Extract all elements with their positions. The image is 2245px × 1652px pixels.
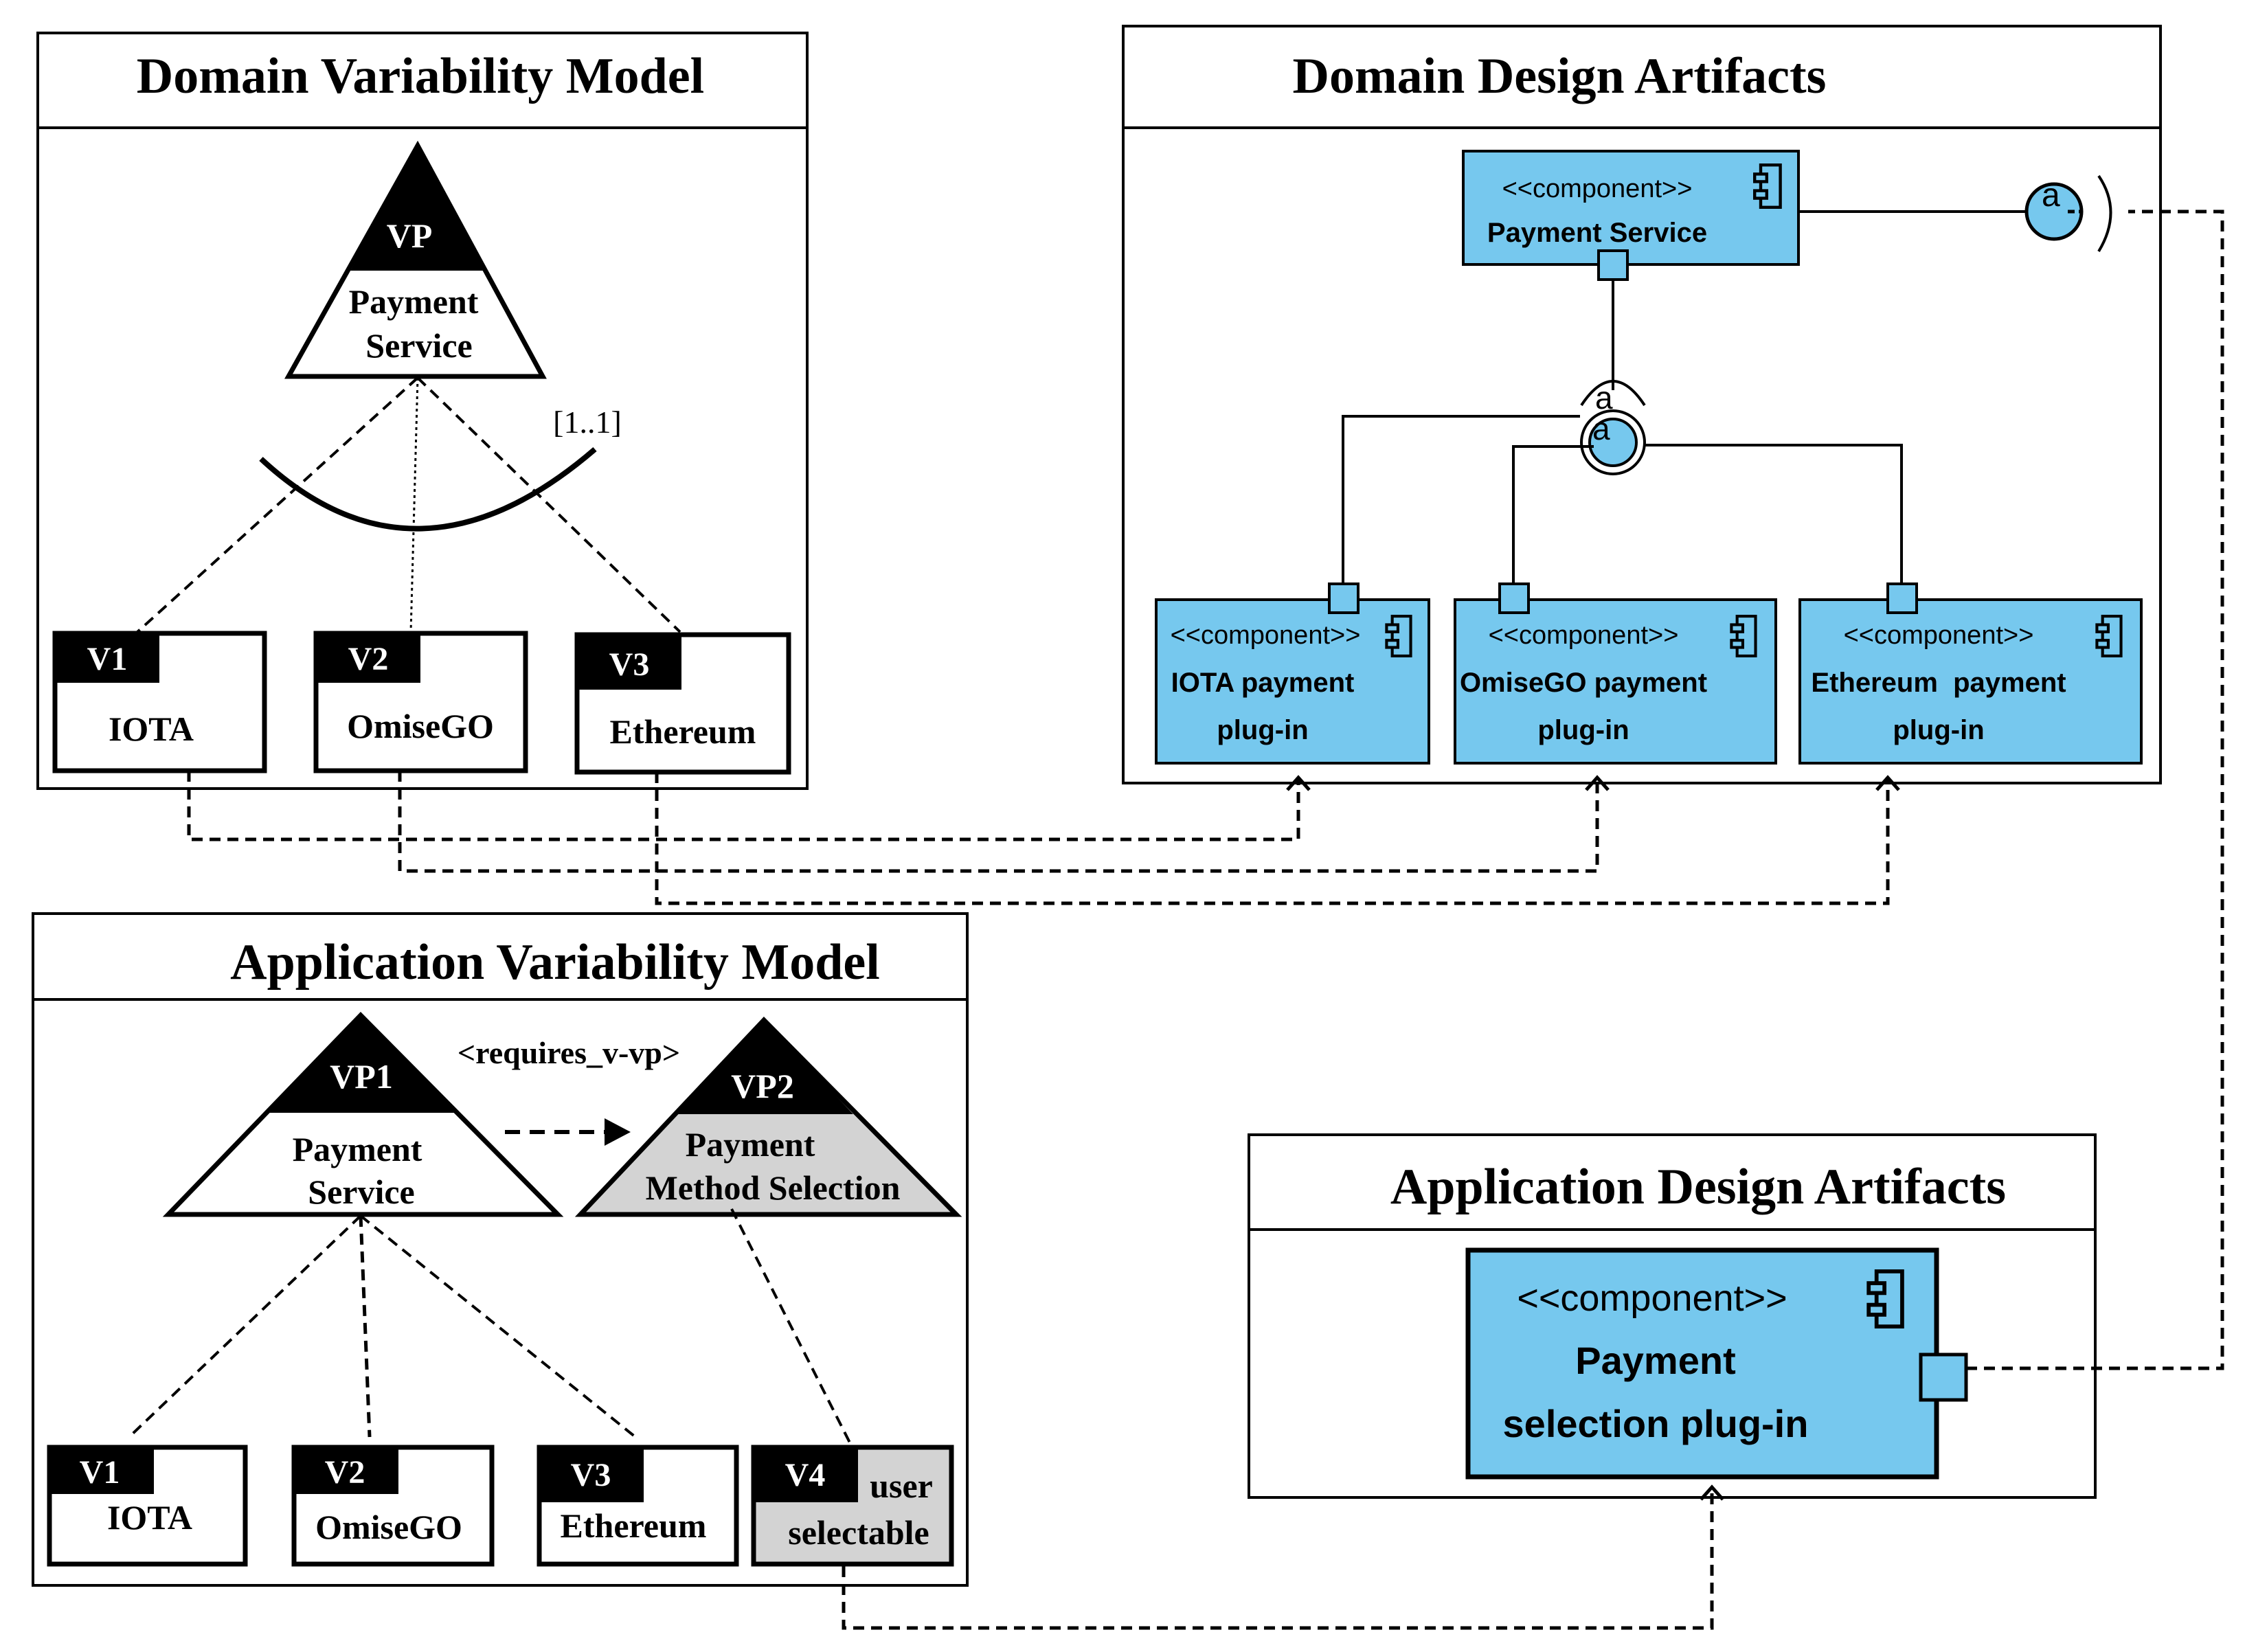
package-title: Domain Design Artifacts	[1293, 48, 1827, 104]
svg-text:OmiseGO payment: OmiseGO payment	[1460, 668, 1707, 698]
component-payment-service[interactable]: <<component>> Payment Service	[1462, 150, 1800, 281]
domain-design-artifacts-package: Domain Design Artifacts <<component>> Pa…	[1122, 25, 2162, 784]
svg-text:Payment: Payment	[293, 1130, 422, 1168]
variant-v4-user-selectable: V4 user selectable	[751, 1445, 954, 1567]
vp-tag: VP	[387, 216, 433, 255]
variant-v1-iota: V1 IOTA	[52, 631, 267, 773]
vp1-payment-service: VP1 Payment Service	[162, 1011, 564, 1217]
package-title: Application Variability Model	[230, 934, 880, 991]
svg-text:plug-in: plug-in	[1893, 715, 1984, 745]
cardinality-label: [1..1]	[553, 405, 622, 440]
svg-text:Method Selection: Method Selection	[646, 1168, 901, 1207]
variant-v3-ethereum: V3 Ethereum	[574, 632, 791, 775]
svg-text:selection plug-in: selection plug-in	[1503, 1402, 1809, 1445]
required-interface-socket	[2097, 174, 2112, 253]
interface-link	[1966, 210, 2224, 1370]
svg-text:IOTA: IOTA	[107, 1498, 192, 1537]
svg-text:Payment: Payment	[1575, 1339, 1735, 1382]
svg-text:Payment: Payment	[349, 282, 479, 321]
provided-interface-icon	[1588, 418, 1638, 467]
port	[1498, 582, 1530, 614]
package-title: Domain Variability Model	[137, 48, 704, 104]
svg-text:VP2: VP2	[731, 1067, 794, 1105]
port	[1919, 1353, 1968, 1402]
svg-text:Ethereum: Ethereum	[610, 712, 756, 751]
svg-text:Service: Service	[308, 1173, 414, 1211]
alternative-arc	[259, 446, 597, 532]
variant-v2-omisego: V2 OmiseGO	[291, 1445, 495, 1567]
svg-text:OmiseGO: OmiseGO	[347, 707, 494, 745]
svg-text:Payment Service: Payment Service	[1487, 218, 1707, 248]
variant-v1-iota: V1 IOTA	[47, 1445, 248, 1567]
application-design-artifacts-package: Application Design Artifacts <<component…	[1248, 1133, 2097, 1499]
svg-text:V1: V1	[87, 641, 128, 677]
svg-text:V1: V1	[80, 1454, 120, 1491]
requires-relation-label: <requires_v-vp>	[458, 1035, 680, 1070]
svg-text:V2: V2	[325, 1454, 365, 1491]
svg-text:selectable: selectable	[788, 1513, 929, 1552]
component-omisego-plugin[interactable]: <<component>> OmiseGO payment plug-in	[1454, 582, 1777, 765]
vp-payment-service: VP Payment Service	[284, 140, 547, 379]
component-payment-selection-plugin[interactable]: <<component>> Payment selection plug-in	[1465, 1247, 1968, 1480]
svg-text:VP1: VP1	[330, 1057, 393, 1096]
svg-text:plug-in: plug-in	[1217, 715, 1308, 745]
svg-text:V2: V2	[348, 641, 389, 677]
port	[1328, 582, 1360, 614]
svg-text:Payment: Payment	[686, 1125, 815, 1164]
trace-links-domain	[187, 771, 1900, 905]
svg-text:a: a	[2042, 177, 2060, 214]
svg-text:Ethereum: Ethereum	[561, 1506, 707, 1545]
port	[1886, 582, 1918, 614]
svg-text:<<component>>: <<component>>	[1502, 174, 1693, 203]
variant-v3-ethereum: V3 Ethereum	[537, 1445, 739, 1567]
variant-v2-omisego: V2 OmiseGO	[313, 631, 528, 773]
svg-text:<<component>>: <<component>>	[1844, 621, 2034, 650]
component-ethereum-plugin[interactable]: <<component>> Ethereum payment plug-in	[1798, 582, 2143, 765]
svg-text:IOTA payment: IOTA payment	[1171, 668, 1355, 698]
port	[1597, 249, 1629, 281]
trace-link-v4	[842, 1484, 1724, 1630]
svg-text:IOTA: IOTA	[109, 710, 194, 748]
component-iota-plugin[interactable]: <<component>> IOTA payment plug-in	[1155, 582, 1430, 765]
vp2-payment-method-selection: VP2 Payment Method Selection	[574, 1016, 962, 1217]
svg-text:<<component>>: <<component>>	[1171, 621, 1361, 650]
arrow-head-icon	[605, 1118, 631, 1146]
svg-text:<<component>>: <<component>>	[1517, 1278, 1787, 1319]
svg-text:Ethereum payment: Ethereum payment	[1811, 668, 2066, 698]
svg-text:Service: Service	[365, 326, 472, 365]
svg-text:V3: V3	[609, 646, 650, 683]
svg-text:V4: V4	[785, 1457, 826, 1493]
application-variability-model-package: Application Variability Model VP1 Paymen…	[32, 912, 969, 1587]
svg-text:V3: V3	[571, 1457, 611, 1493]
svg-text:<<component>>: <<component>>	[1489, 621, 1679, 650]
required-interface-socket	[1580, 380, 1646, 407]
svg-text:user: user	[870, 1467, 933, 1505]
assembly-ring	[1580, 409, 1646, 475]
domain-variability-model-package: Domain Variability Model VP Payment Serv…	[36, 32, 809, 790]
svg-text:a: a	[1592, 411, 1610, 446]
svg-text:OmiseGO: OmiseGO	[315, 1508, 462, 1546]
svg-text:plug-in: plug-in	[1537, 715, 1629, 745]
package-title: Application Design Artifacts	[1390, 1159, 2006, 1215]
